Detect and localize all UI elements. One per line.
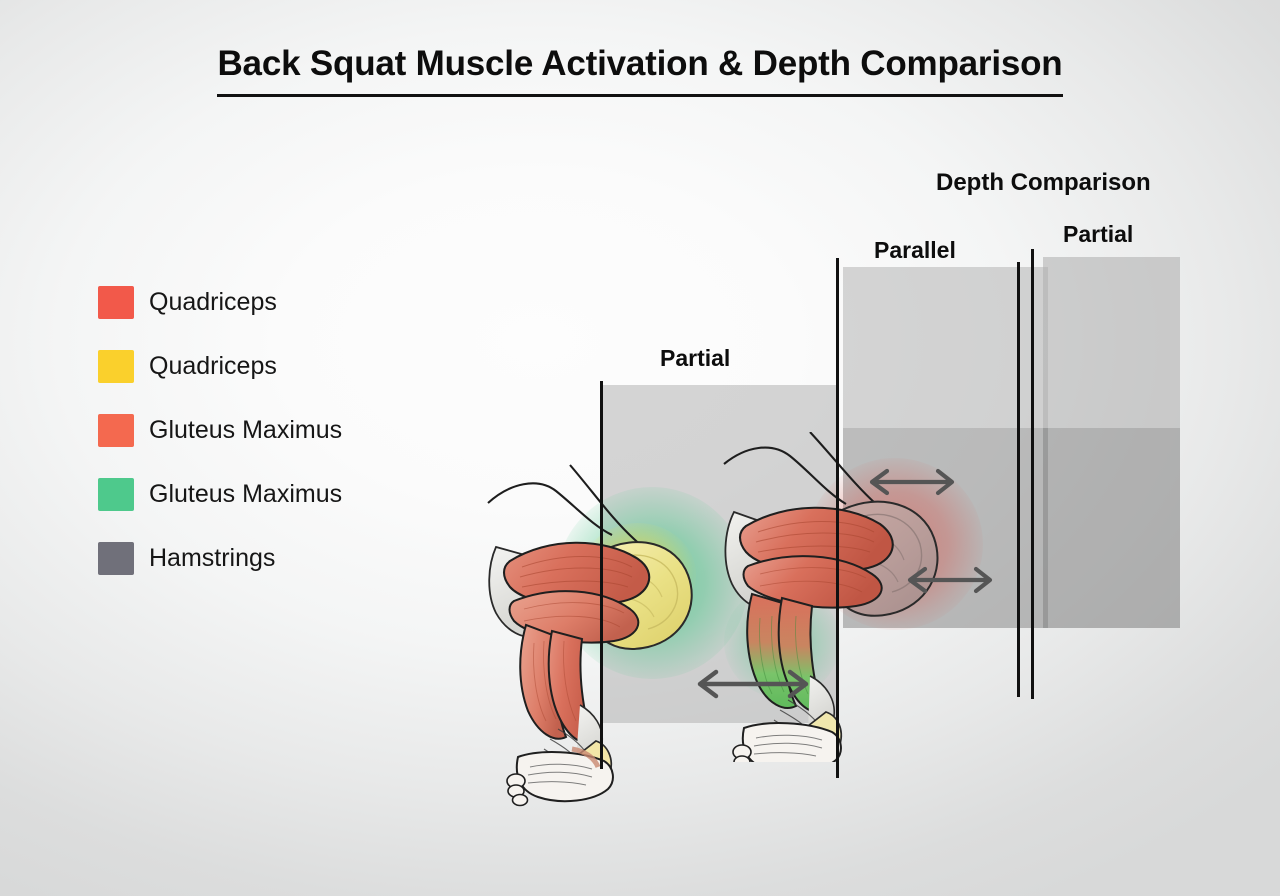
legend: Quadriceps Quadriceps Gluteus Maximus Gl… — [98, 270, 428, 590]
panel-band-upper — [1043, 257, 1180, 428]
legend-swatch-icon — [98, 541, 134, 575]
legend-item: Gluteus Maximus — [98, 398, 428, 462]
muscle-striations — [755, 521, 875, 553]
figure-parallel-squat — [710, 431, 1010, 778]
legend-swatch-icon — [98, 477, 134, 511]
depth-reference-line-partial-left — [600, 381, 603, 769]
depth-arrow-partial-left — [697, 669, 809, 699]
panel-band-lower — [1043, 428, 1180, 628]
panel-label-parallel: Parallel — [874, 237, 956, 263]
parallel-squat-illustration — [723, 431, 983, 778]
torso-contour — [723, 446, 847, 505]
depth-panel-partial-right — [1043, 257, 1180, 628]
foot-muscle — [571, 746, 601, 769]
hamstring-muscle — [742, 555, 883, 609]
depth-reference-line-partial-b — [1031, 249, 1034, 699]
toes — [506, 773, 529, 807]
depth-arrow-parallel-upper — [869, 468, 955, 496]
partial-squat-illustration — [487, 464, 748, 807]
legend-item: Gluteus Maximus — [98, 462, 428, 526]
legend-swatch-icon — [98, 413, 134, 447]
legend-item-label: Quadriceps — [149, 287, 277, 316]
glute-striation — [614, 554, 679, 630]
muscle-striations — [533, 640, 577, 722]
depth-reference-line-parallel — [836, 258, 839, 778]
quadriceps-muscle — [738, 506, 894, 574]
legend-item-label: Quadriceps — [149, 351, 277, 380]
legend-item-label: Gluteus Maximus — [149, 479, 343, 508]
foot-tendons — [753, 734, 823, 757]
legend-swatch-icon — [98, 285, 134, 319]
muscle-striations — [519, 556, 633, 588]
hamstring-muscle — [508, 590, 640, 644]
panel-band-upper — [843, 267, 1048, 428]
legend-item: Quadriceps — [98, 334, 428, 398]
legend-item-label: Gluteus Maximus — [149, 415, 343, 444]
legend-item-label: Hamstrings — [149, 543, 276, 572]
figure-partial-squat — [452, 455, 782, 825]
depth-reference-line-partial-a — [1017, 262, 1020, 697]
depth-comparison-heading: Depth Comparison — [936, 169, 1151, 196]
depth-arrow-parallel-lower — [907, 566, 993, 594]
legend-swatch-icon — [98, 349, 134, 383]
torso-contour — [487, 482, 613, 536]
foot — [741, 722, 842, 774]
quadriceps-muscle — [502, 541, 651, 607]
page-title: Back Squat Muscle Activation & Depth Com… — [217, 44, 1063, 97]
muscle-striations — [523, 602, 625, 628]
muscle-striations — [759, 567, 867, 593]
legend-item: Quadriceps — [98, 270, 428, 334]
legend-item: Hamstrings — [98, 526, 428, 590]
title-block: Back Squat Muscle Activation & Depth Com… — [0, 44, 1280, 97]
panel-label-partial-left: Partial — [660, 345, 731, 371]
glute-striation — [857, 513, 923, 593]
foot-tendons — [527, 763, 593, 786]
foot — [515, 751, 614, 803]
panel-label-partial-right: Partial — [1063, 221, 1134, 247]
